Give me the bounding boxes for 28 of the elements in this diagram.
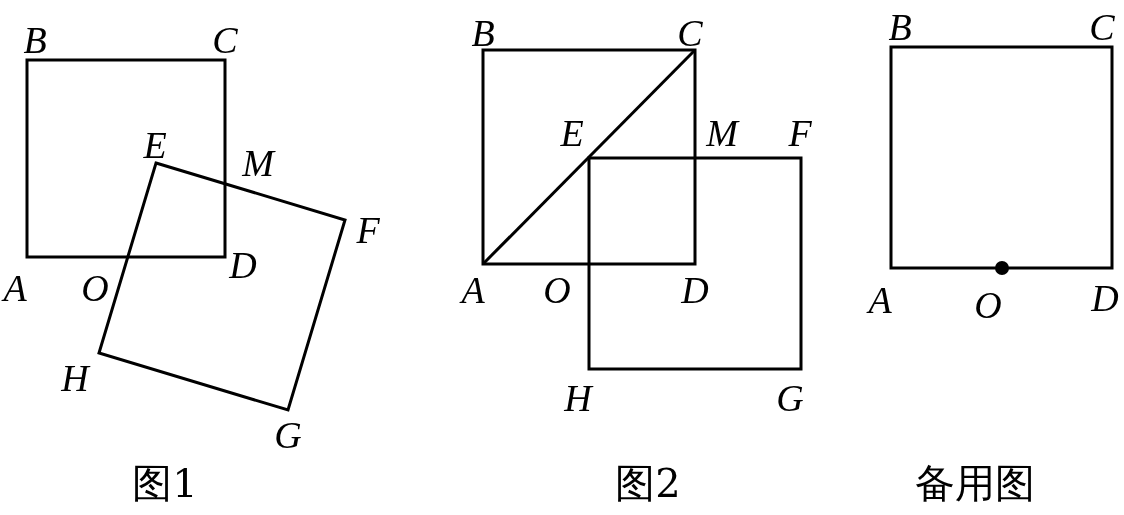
point-label: B xyxy=(471,14,495,52)
point-label: E xyxy=(143,126,167,164)
point-label: A xyxy=(3,269,27,307)
point-label: G xyxy=(274,416,302,454)
point-label: C xyxy=(212,21,238,59)
point-label: O xyxy=(974,286,1002,324)
point-label: D xyxy=(681,271,709,309)
point-label: D xyxy=(229,246,257,284)
point-label: A xyxy=(868,281,892,319)
point-label: A xyxy=(461,271,485,309)
point-label: F xyxy=(788,114,812,152)
point-label: B xyxy=(23,21,47,59)
point-label: H xyxy=(61,359,89,397)
point-label: M xyxy=(706,114,738,152)
point-label: G xyxy=(776,379,804,417)
figure-caption: 图2 xyxy=(615,463,681,503)
figure-caption: 图1 xyxy=(132,463,198,503)
point-label: D xyxy=(1091,279,1119,317)
point-label: C xyxy=(677,14,703,52)
figure-caption: 备用图 xyxy=(915,463,1035,503)
point-label: C xyxy=(1089,8,1115,46)
point-label: O xyxy=(543,271,571,309)
point-label: M xyxy=(242,144,274,182)
point-label: E xyxy=(560,114,584,152)
point-label: O xyxy=(81,269,109,307)
point-label: H xyxy=(564,379,592,417)
point-label: B xyxy=(888,8,912,46)
point-label: F xyxy=(356,211,380,249)
